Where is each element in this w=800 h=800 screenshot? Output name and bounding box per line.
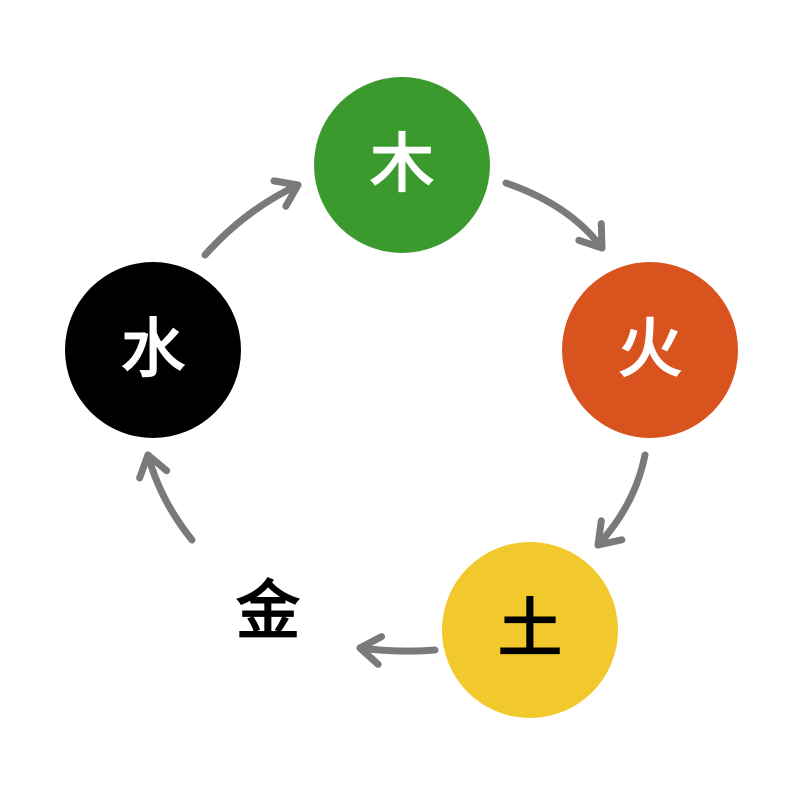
arrow-metal-to-water bbox=[136, 451, 196, 544]
water-label: 水 bbox=[121, 313, 186, 387]
arrowhead bbox=[575, 220, 606, 252]
water-circle bbox=[65, 262, 241, 438]
arrow-wood-to-fire bbox=[502, 179, 606, 252]
wood-label: 木 bbox=[370, 128, 434, 202]
element-node-wood: 木 bbox=[314, 77, 490, 253]
arrow-water-to-wood bbox=[201, 177, 302, 259]
wood-circle bbox=[314, 77, 490, 253]
element-node-fire: 火 bbox=[562, 262, 738, 438]
arrow-line bbox=[502, 179, 606, 252]
arrow-line bbox=[356, 644, 439, 655]
fire-label: 火 bbox=[618, 313, 682, 387]
element-node-water: 水 bbox=[65, 262, 241, 438]
arrowhead bbox=[270, 177, 302, 210]
arrowhead bbox=[594, 517, 626, 549]
arrow-earth-to-metal bbox=[356, 633, 439, 668]
fire-circle bbox=[562, 262, 738, 438]
earth-circle bbox=[442, 542, 618, 718]
cycle-arrows bbox=[136, 177, 649, 668]
arrow-line bbox=[144, 451, 196, 544]
element-nodes: 木火土 金 水 bbox=[65, 77, 738, 718]
earth-label: 土 bbox=[498, 593, 562, 667]
arrowhead bbox=[136, 451, 171, 482]
arrowhead bbox=[356, 633, 386, 668]
element-node-earth: 土 bbox=[442, 542, 618, 718]
element-node-metal: 金 bbox=[235, 575, 301, 649]
metal-label: 金 bbox=[235, 575, 301, 649]
arrow-line bbox=[201, 181, 302, 259]
arrow-fire-to-earth bbox=[594, 451, 649, 549]
arrow-line bbox=[594, 451, 649, 549]
